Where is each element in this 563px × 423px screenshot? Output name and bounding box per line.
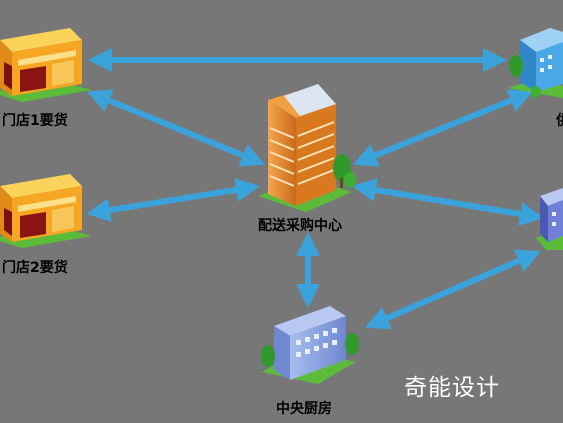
- store2-building-icon: [0, 174, 92, 248]
- arrow-center-supplier2: [352, 178, 544, 226]
- kitchen-building-icon: [261, 306, 359, 384]
- store2-label: 门店2要货: [2, 260, 68, 276]
- arrow-center-supplier: [352, 89, 534, 167]
- watermark-text: 奇能设计: [404, 375, 500, 401]
- kitchen-label: 中央厨房: [276, 401, 332, 417]
- store1-building-icon: [0, 28, 92, 102]
- supplier2-building-icon: [536, 188, 563, 250]
- center-tower-icon: [258, 84, 356, 212]
- supplier-label: 供: [556, 110, 563, 130]
- arrow-store2-center: [86, 178, 260, 222]
- store1-label: 门店1要货: [2, 113, 68, 129]
- supplier-building-icon: [508, 28, 563, 98]
- arrow-kitchen-supplier2: [364, 249, 542, 330]
- connector-arrows: [86, 48, 544, 330]
- center-label: 配送采购中心: [258, 218, 342, 234]
- arrow-store1-center: [86, 89, 266, 167]
